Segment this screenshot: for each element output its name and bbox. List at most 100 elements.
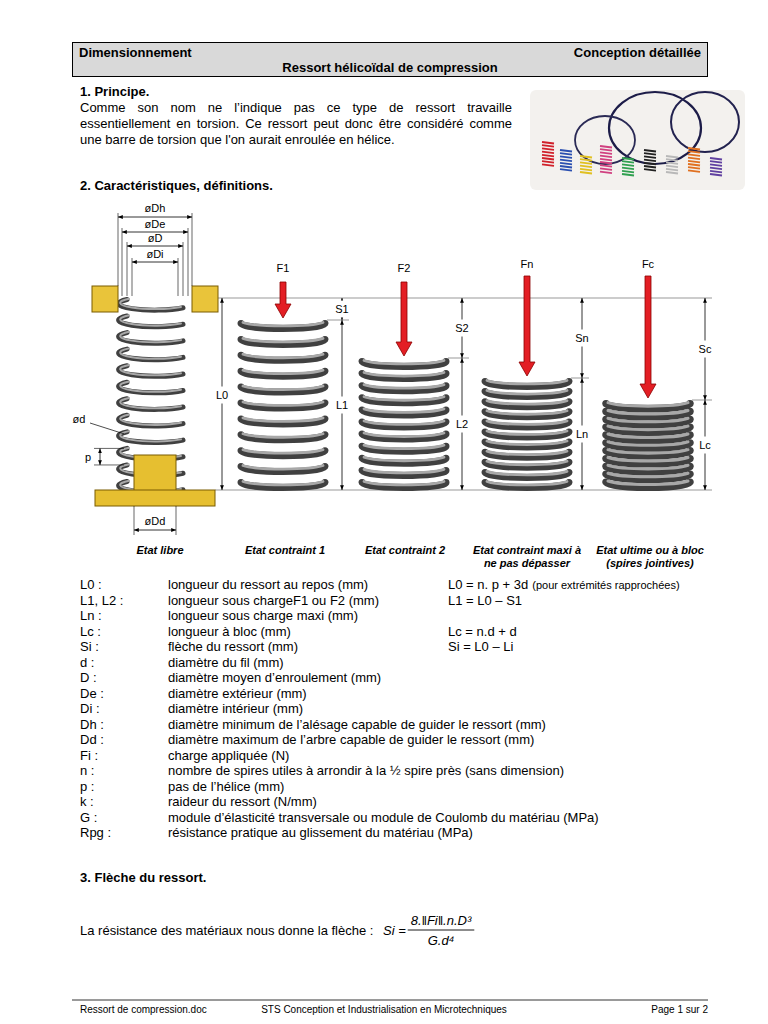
free-spring-coil-highlight [120,299,181,309]
spring-coil-highlight [487,380,567,383]
symbol-cell: Rpg : [80,825,111,840]
mini-spring-coil [688,170,700,172]
extension-line [176,506,177,535]
free-spring-coil [119,432,183,443]
state-caption: Etat ultime ou à bloc (spires jointives) [589,544,711,570]
force-arrow [519,276,535,376]
symbol-cell: n : [80,763,94,778]
symbol-cell: Ln : [80,608,102,623]
force-label: Fn [521,257,534,272]
mini-spring-coil [622,168,634,170]
spring-coil-highlight [608,418,688,421]
formula-cell: Si = L0 – Li [448,639,513,654]
definition-cell: diamètre minimum de l’alésage capable de… [168,717,546,732]
spring-coil-highlight [487,411,567,414]
mini-spring-coil [710,168,722,170]
mini-spring-coil [560,163,572,165]
housing-plate [92,286,118,312]
section-heading: 2. Caractéristiques, définitions. [80,178,273,193]
free-spring-coil-highlight [120,415,181,425]
symbol-cell: k : [80,794,94,809]
mini-spring-coil [644,156,656,158]
header-box: DimensionnementConception détailléeResso… [72,42,708,77]
spring-coil-highlight [364,409,444,412]
section-heading: 1. Principe. [80,84,149,99]
footer-rule [72,1000,708,1001]
definition-cell: diamètre intérieur (mm) [168,701,303,716]
extension-line [134,506,135,535]
free-spring-coil [119,415,183,426]
ring [609,92,701,164]
spring-coil-highlight [487,471,567,474]
spring-coil-highlight [364,385,444,388]
definition-cell: diamètre du fil (mm) [168,655,284,670]
mini-spring-coil [600,149,612,151]
extension-line [127,242,128,296]
spring-coil-highlight [243,370,323,373]
dimension-label: S1 [334,301,349,318]
dimension-label: øDi [146,247,163,262]
mini-spring-coil [688,167,700,169]
mini-spring-coil [560,169,572,171]
extension-line [448,358,469,359]
definition-cell: longueur sous chargeF1 ou F2 (mm) [168,593,379,608]
symbol-cell: D : [80,670,97,685]
force-arrow [275,282,291,318]
dimension-label: øDe [145,217,166,232]
symbol-cell: Si : [80,639,99,654]
mini-spring-coil [542,155,554,157]
dimension-label: p [85,450,91,465]
mini-spring-coil [644,150,656,152]
mini-spring-coil [600,159,612,161]
dimension-label: øD [148,231,163,246]
extension-line [327,320,349,321]
mini-spring-coil [666,156,678,158]
spring-coil-highlight [243,418,323,421]
spring-coil-highlight [487,421,567,424]
mini-spring-coil [580,162,592,164]
mini-spring-coil [710,161,722,163]
spring-coil-highlight [608,434,688,437]
spring-coil-highlight [243,466,323,469]
definition-cell: charge appliquée (N) [168,748,289,763]
mini-spring-coil [710,164,722,166]
mini-spring-coil [622,174,634,176]
spring-coil-highlight [243,322,323,325]
mini-spring-coil [580,159,592,161]
mini-spring-coil [666,159,678,161]
mini-spring-coil [688,158,700,160]
dimension-line [134,530,176,531]
extension-line [178,258,179,296]
extension-line [94,464,124,465]
symbol-cell: Fi : [80,748,98,763]
free-spring-coil-highlight [120,332,181,342]
definition-cell: résistance pratique au glissement du mat… [168,825,473,840]
formula-denominator: G.d⁴ [428,933,455,948]
extension-line [692,400,712,401]
mini-spring-coil [580,166,592,168]
header-title: Ressort hélicoïdal de compression [73,60,707,75]
free-spring-coil [119,300,183,311]
definition-cell: longueur sous charge maxi (mm) [168,608,358,623]
mini-spring-coil [688,154,700,156]
definition-cell: diamètre extérieur (mm) [168,686,307,701]
spring-coil-highlight [487,441,567,444]
mini-spring-coil [622,171,634,173]
mini-spring-coil [560,160,572,162]
mini-spring-coil [542,148,554,150]
mini-spring-coil [542,158,554,160]
spring-coil-highlight [364,445,444,448]
force-label: F2 [398,261,411,276]
mini-spring-coil [600,172,612,174]
dimension-label: Sc [698,341,713,358]
symbol-cell: Di : [80,701,100,716]
formula: Si = [383,923,406,938]
spring-coil-highlight [608,411,688,414]
dimension-label: Sn [574,330,589,347]
ring [671,92,739,152]
spring-coil-highlight [608,481,688,484]
spring-coil-highlight [364,469,444,472]
spring-coil-highlight [487,431,567,434]
ring [575,116,635,164]
footer-text: STS Conception et Industrialisation en M… [261,1004,507,1016]
